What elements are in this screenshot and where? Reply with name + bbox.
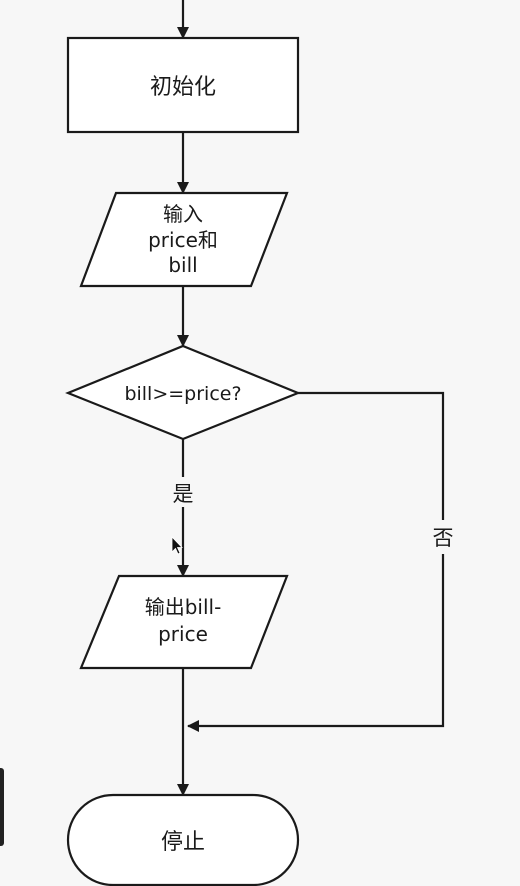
input-label-line-3: bill — [168, 253, 197, 277]
node-decision: bill>=price? — [65, 344, 301, 441]
node-init: 初始化 — [66, 36, 300, 134]
input-label-line-2: price和 — [148, 228, 218, 252]
mouse-cursor-icon — [171, 536, 183, 555]
stop-label: 停止 — [161, 830, 205, 855]
output-label-line-1: 输出bill- — [145, 595, 222, 619]
output-label-line-2: price — [158, 622, 208, 646]
edge-label-no-bg — [428, 520, 458, 554]
node-stop: 停止 — [66, 793, 300, 886]
output-shape — [79, 574, 289, 670]
stop-shape — [66, 793, 300, 886]
decision-label: bill>=price? — [124, 383, 241, 405]
edge-label-no: 否 — [433, 526, 454, 550]
node-input: 输入 price和 bill — [79, 191, 289, 288]
init-label: 初始化 — [150, 75, 216, 100]
node-output: 输出bill- price — [79, 574, 289, 670]
input-label-line-1: 输入 — [163, 202, 203, 226]
edge-decision-no — [187, 391, 445, 732]
input-shape — [79, 191, 289, 288]
edge-label-yes: 是 — [173, 482, 194, 506]
side-panel-handle[interactable] — [0, 768, 4, 846]
edge-label-yes-bg — [166, 477, 200, 507]
